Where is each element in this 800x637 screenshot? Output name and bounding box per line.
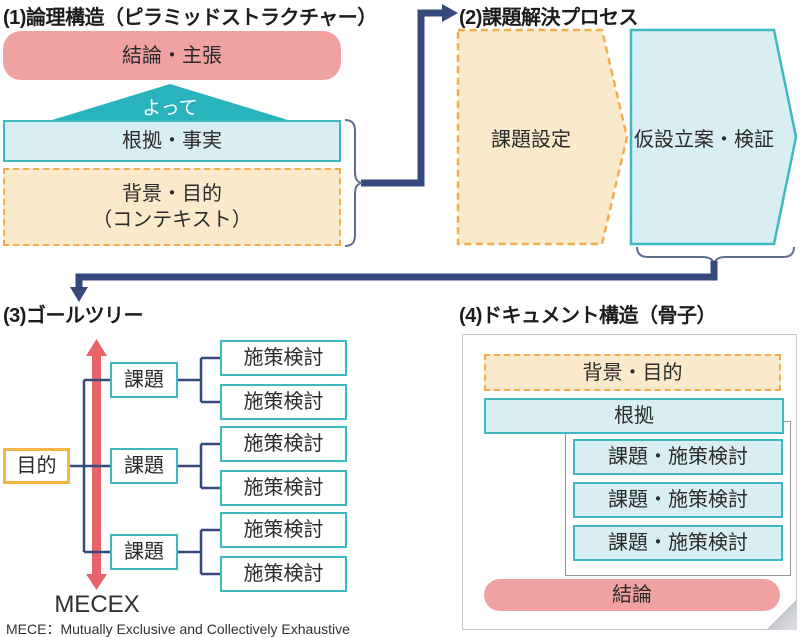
doc-conclusion-box: 結論 bbox=[484, 579, 780, 611]
mece-axis-label: MECEX bbox=[54, 591, 140, 618]
measure-box-2: 施策検討 bbox=[220, 384, 347, 420]
measure-box-1: 施策検討 bbox=[220, 340, 347, 376]
therefore-triangle-icon bbox=[52, 84, 288, 120]
evidence-fact-box: 根拠・事実 bbox=[3, 120, 341, 162]
section1-title: (1)論理構造（ピラミッドストラクチャー） bbox=[3, 7, 377, 29]
flow-arrow-2-head-icon bbox=[70, 287, 88, 302]
doc-background-box: 背景・目的 bbox=[484, 354, 781, 391]
section3-title: (3)ゴールツリー bbox=[3, 305, 143, 327]
issue-box-2: 課題 bbox=[110, 448, 178, 484]
measure-box-4: 施策検討 bbox=[220, 470, 347, 506]
background-purpose-line1: 背景・目的 bbox=[122, 183, 222, 205]
measure-box-6: 施策検討 bbox=[220, 556, 347, 592]
flow-arrow-1-head-icon bbox=[442, 4, 458, 22]
flow-arrow-2-shaft bbox=[75, 261, 718, 288]
conclusion-claim-box: 結論・主張 bbox=[3, 31, 341, 80]
doc-issue-measure-box-3: 課題・施策検討 bbox=[573, 525, 783, 561]
doc-issue-measure-box-2: 課題・施策検討 bbox=[573, 482, 783, 518]
tree-connector-issue-1 bbox=[178, 356, 220, 404]
issue-box-1: 課題 bbox=[110, 362, 178, 398]
mece-axis-arrow-bottom-icon bbox=[86, 574, 107, 590]
brace-section1-icon bbox=[344, 119, 364, 247]
problem-setting-label: 課題設定 bbox=[491, 128, 571, 151]
hypothesis-verification-label: 仮設立案・検証 bbox=[634, 128, 774, 151]
flow-arrow-1-shaft bbox=[361, 9, 443, 187]
tree-connector-issue-3 bbox=[178, 528, 220, 576]
measure-box-5: 施策検討 bbox=[220, 512, 347, 548]
issue-box-3: 課題 bbox=[110, 534, 178, 570]
chevron-problem-setting bbox=[456, 28, 629, 246]
chevron-hypothesis bbox=[629, 28, 798, 246]
goal-box: 目的 bbox=[3, 448, 70, 484]
mece-axis-arrow-top-icon bbox=[86, 339, 107, 356]
doc-issue-measure-box-1: 課題・施策検討 bbox=[573, 439, 783, 475]
measure-box-3: 施策検討 bbox=[220, 426, 347, 462]
background-purpose-line2: （コンテキスト） bbox=[92, 209, 252, 231]
background-purpose-box: 背景・目的 （コンテキスト） bbox=[3, 168, 341, 246]
brace-section2-icon bbox=[636, 246, 795, 266]
document-sheet: 背景・目的 根拠 課題・施策検討 課題・施策検討 課題・施策検討 結論 bbox=[462, 334, 797, 630]
section4-title: (4)ドキュメント構造（骨子） bbox=[459, 305, 716, 327]
section2-title: (2)課題解決プロセス bbox=[459, 7, 638, 29]
mece-footnote: MECE：Mutually Exclusive and Collectively… bbox=[6, 621, 350, 637]
tree-connector-goal bbox=[70, 378, 110, 554]
doc-evidence-box: 根拠 bbox=[484, 398, 784, 434]
tree-connector-issue-2 bbox=[178, 442, 220, 490]
therefore-label: よって bbox=[142, 98, 198, 119]
